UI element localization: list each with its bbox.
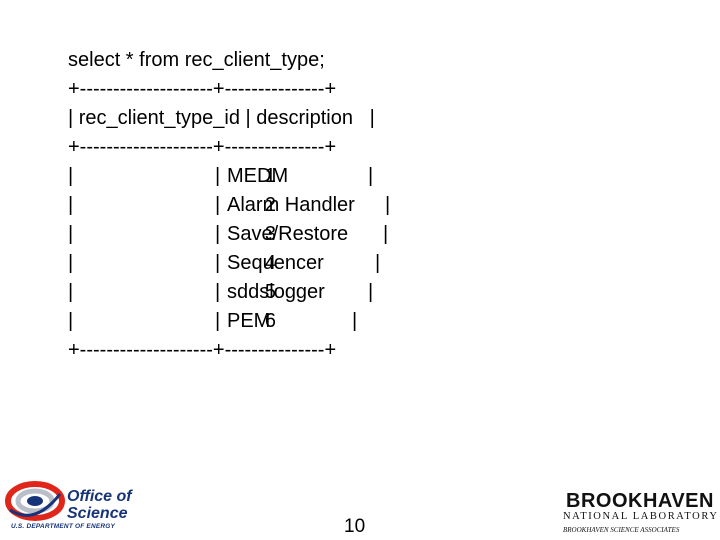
row-pipe-mid: |: [215, 223, 221, 245]
row-pipe-left: |: [68, 252, 74, 274]
table-row: | 6 | PEM |: [68, 307, 668, 335]
row-pipe-mid: |: [215, 252, 221, 274]
row-pipe-left: |: [68, 165, 74, 187]
office-of-science-title: Office of Science: [67, 488, 132, 522]
row-id: 2: [264, 194, 276, 216]
brookhaven-logo: BROOKHAVEN NATIONAL LABORATORY BROOKHAVE…: [558, 490, 719, 538]
table-border-mid: +--------------------+---------------+: [68, 136, 337, 158]
office-of-science-logo: Office of Science U.S. DEPARTMENT OF ENE…: [5, 480, 155, 532]
row-pipe-mid: |: [215, 165, 221, 187]
table-header: | rec_client_type_id | description |: [68, 107, 375, 129]
table-row: | 3 | Save/Restore |: [68, 220, 668, 248]
brookhaven-associates: BROOKHAVEN SCIENCE ASSOCIATES: [563, 526, 680, 534]
row-pipe-right: |: [352, 310, 358, 332]
row-description: MEDM: [227, 165, 289, 187]
brookhaven-name: BROOKHAVEN: [566, 490, 714, 512]
row-pipe-mid: |: [215, 310, 221, 332]
row-id: 6: [264, 310, 276, 332]
row-pipe-left: |: [68, 223, 74, 245]
row-pipe-right: |: [383, 223, 389, 245]
doe-subtitle: U.S. DEPARTMENT OF ENERGY: [11, 523, 116, 530]
sql-query: select * from rec_client_type;: [68, 49, 325, 71]
table-border-top: +--------------------+---------------+: [68, 78, 337, 100]
row-id: 4: [264, 252, 276, 274]
row-description: PEM: [227, 310, 271, 332]
row-pipe-left: |: [68, 281, 74, 303]
row-description: sddslogger: [227, 281, 325, 303]
row-pipe-right: |: [385, 194, 391, 216]
page-number: 10: [344, 516, 366, 537]
table-row: | 2 | Alarm Handler |: [68, 191, 668, 219]
office-of-science-swirl-icon: [5, 481, 65, 521]
table-row: | 4 | Sequencer |: [68, 249, 668, 277]
row-description: Alarm Handler: [227, 194, 355, 216]
row-id: 3: [264, 223, 276, 245]
row-description: Sequencer: [227, 252, 324, 274]
row-pipe-left: |: [68, 310, 74, 332]
table-row: | 5 | sddslogger |: [68, 278, 668, 306]
table-row: | 1 | MEDM |: [68, 162, 668, 190]
row-pipe-mid: |: [215, 281, 221, 303]
row-pipe-left: |: [68, 194, 74, 216]
row-pipe-right: |: [375, 252, 381, 274]
row-pipe-right: |: [368, 165, 374, 187]
row-pipe-right: |: [368, 281, 374, 303]
row-description: Save/Restore: [227, 223, 349, 245]
row-pipe-mid: |: [215, 194, 221, 216]
brookhaven-lab: NATIONAL LABORATORY: [563, 511, 719, 522]
row-id: 5: [264, 281, 276, 303]
table-border-bottom: +--------------------+---------------+: [68, 339, 337, 361]
row-id: 1: [264, 165, 276, 187]
